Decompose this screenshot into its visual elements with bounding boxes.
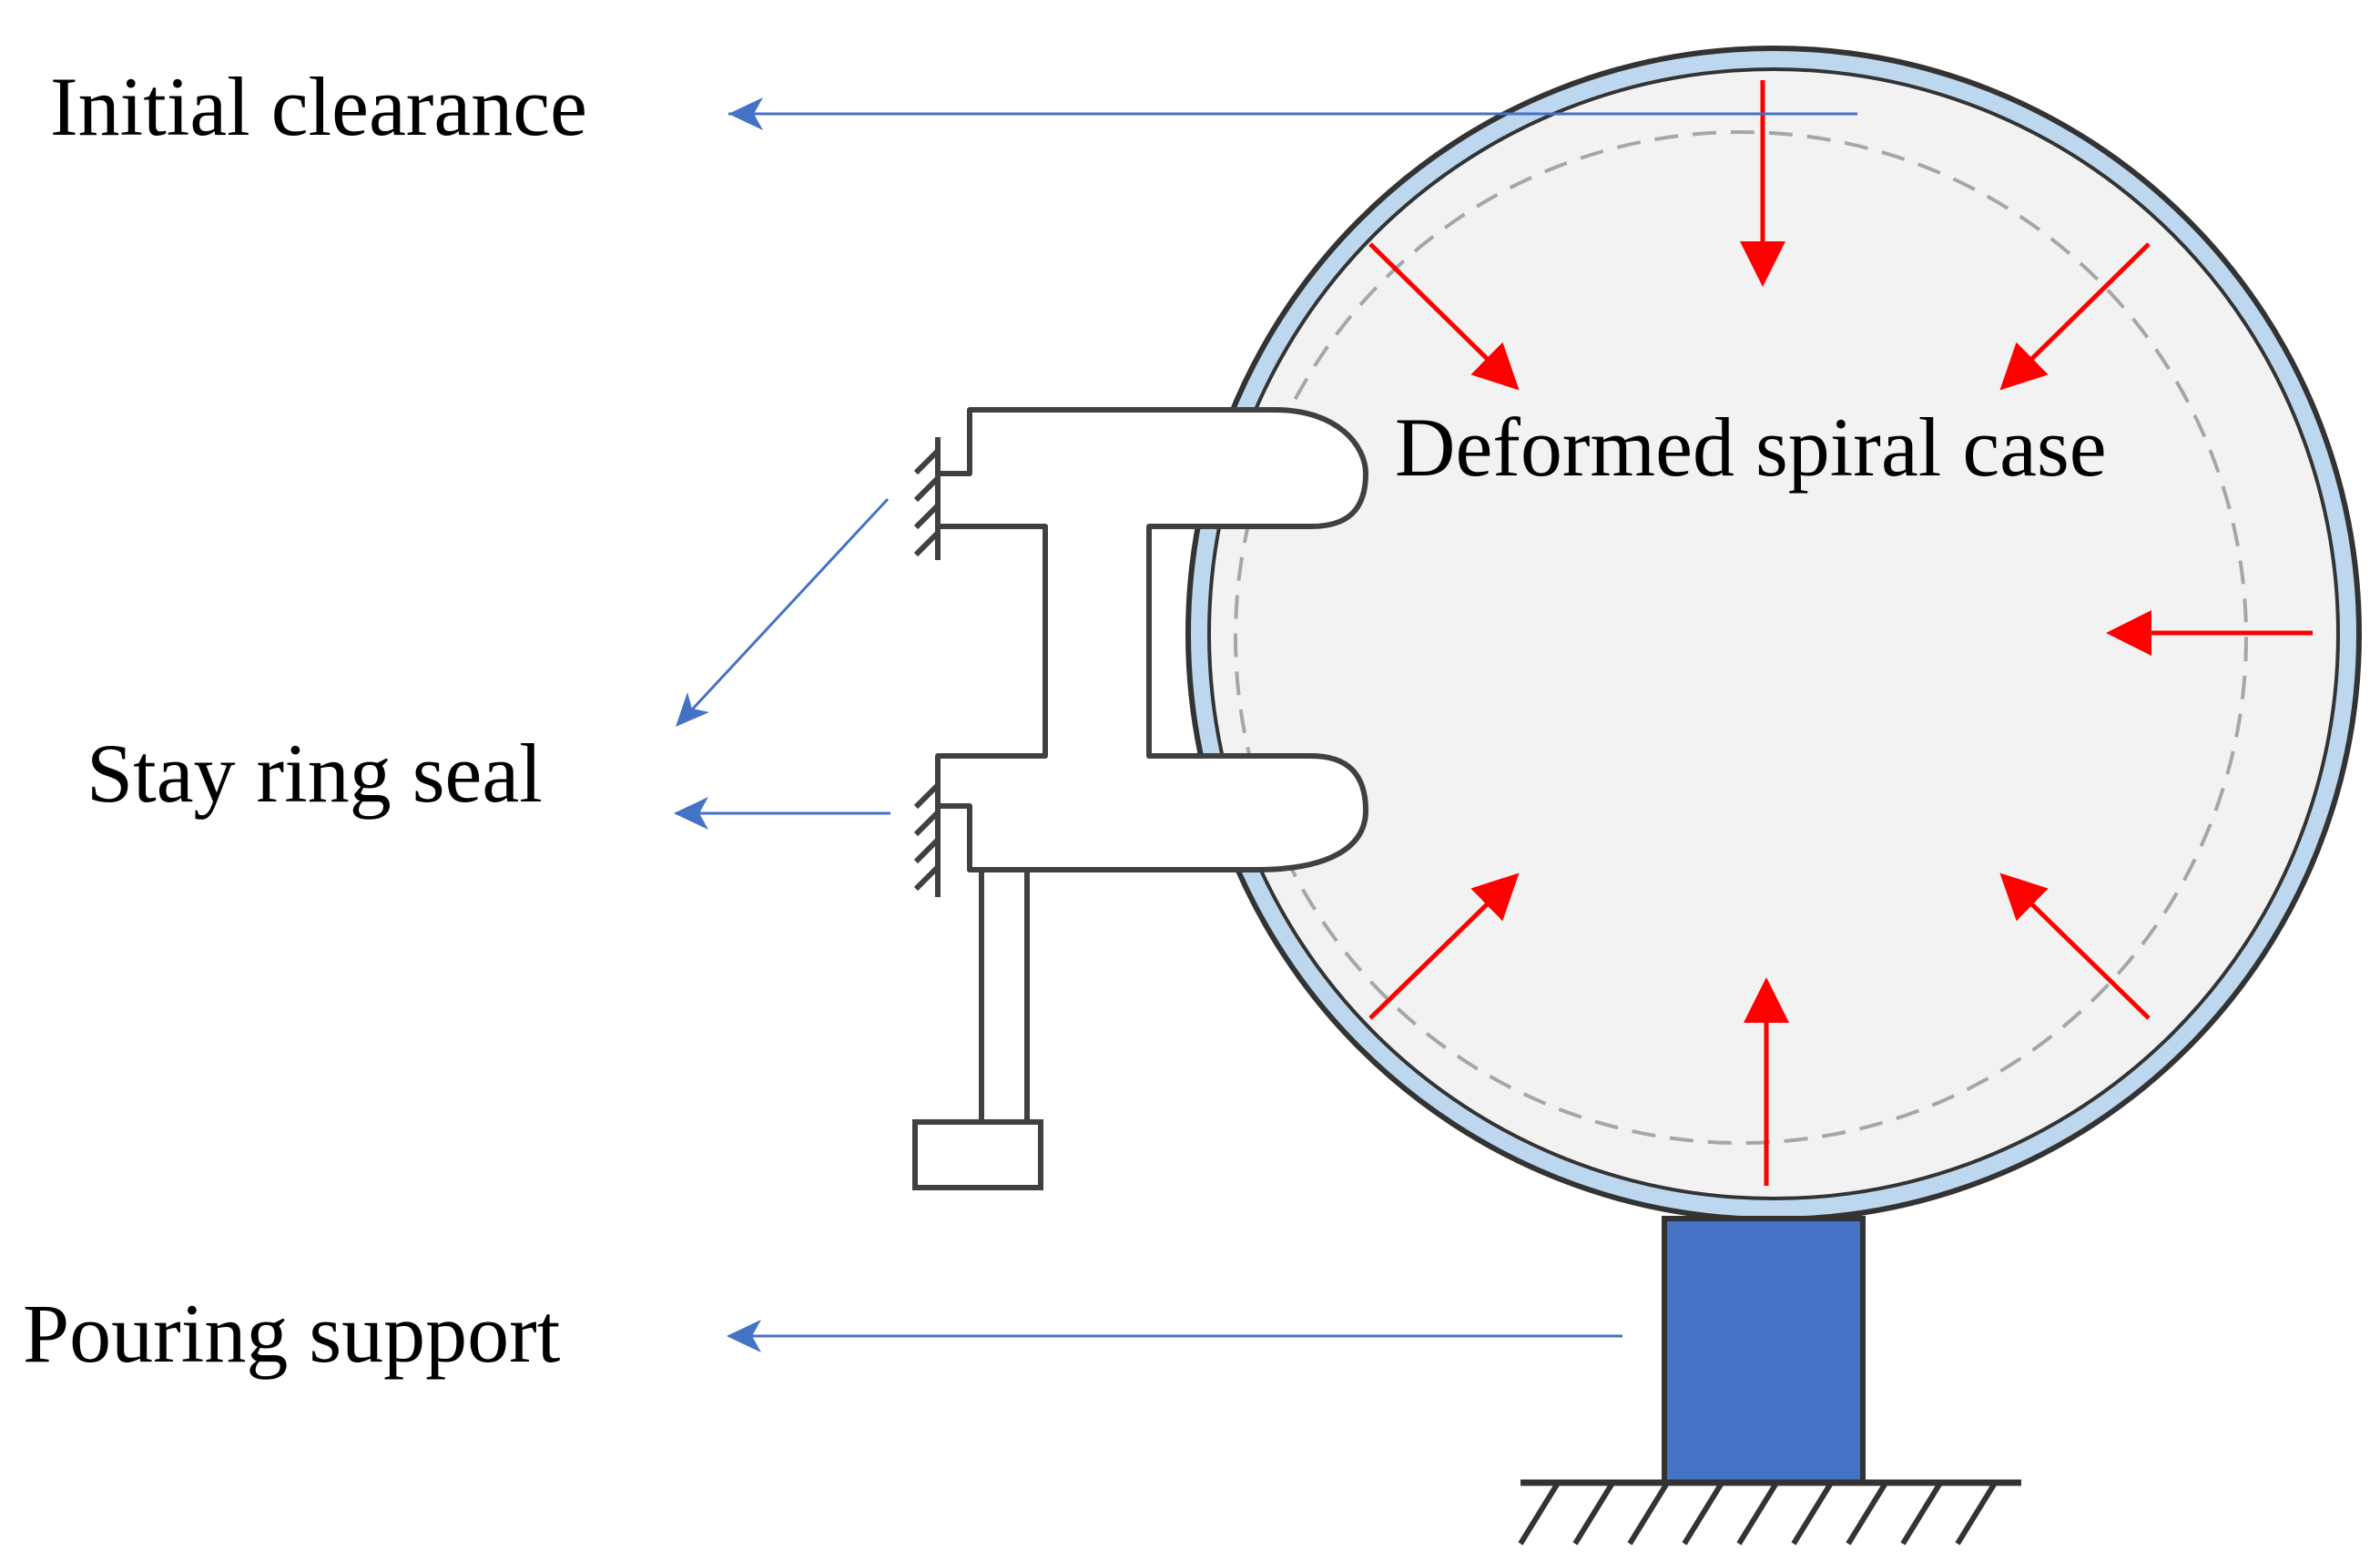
pressure-arrow-top-left (1368, 242, 1520, 391)
initial-clearance-label: Initial clearance (50, 60, 587, 153)
pouring-support-block (1662, 1216, 1866, 1485)
stay-ring-section (935, 407, 1368, 872)
deformed-shape-dashed-circle (1234, 130, 2248, 1145)
pouring-support-label: Pouring support (23, 1287, 561, 1380)
hatched-ground-icon (913, 772, 941, 897)
pouring-support (1518, 1216, 2021, 1546)
pressure-arrow-bottom-right (1999, 872, 2151, 1020)
pressure-arrow-top-right (1999, 242, 2151, 391)
stay-ring (912, 407, 1368, 1190)
stay-ring-seal-label: Stay ring seal (86, 727, 543, 820)
hatched-ground-icon (1518, 1483, 1997, 1546)
pressure-arrow-bottom-left (1368, 872, 1520, 1020)
hatched-ground-icon (913, 437, 941, 560)
deformed-spiral-case-label: Deformed spiral case (1395, 401, 2107, 494)
stay-ring-foot (912, 1119, 1043, 1190)
pointer-stay-ring-seal-upper (681, 497, 890, 721)
pointer-arrows (674, 97, 1857, 1352)
stay-ring-leg (979, 867, 1030, 1127)
pressure-arrows (1368, 80, 2313, 1186)
